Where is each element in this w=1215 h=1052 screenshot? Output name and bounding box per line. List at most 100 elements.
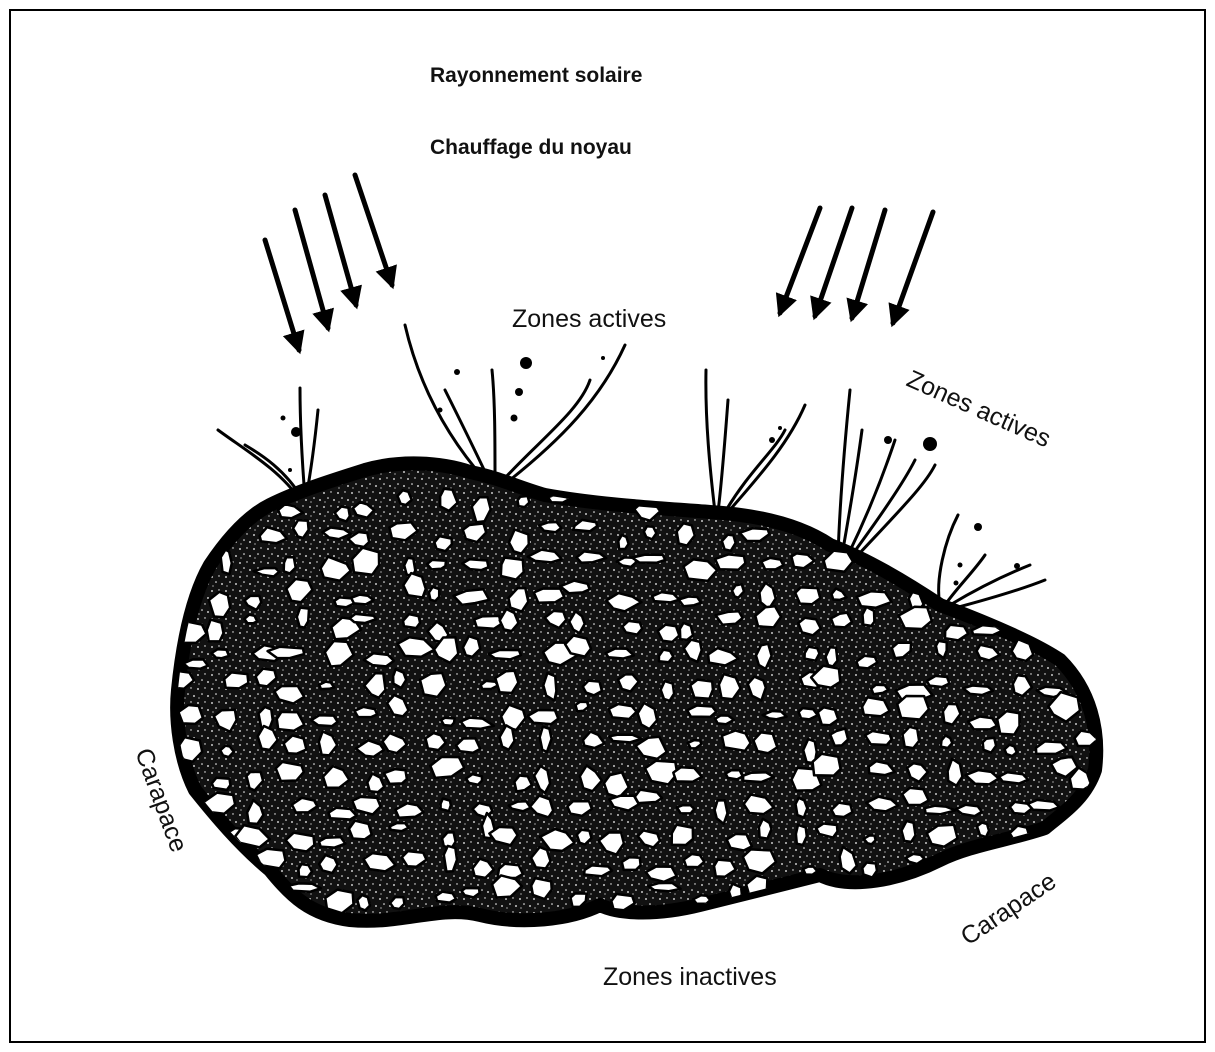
rock-fragment	[509, 530, 529, 554]
solar-arrow	[893, 212, 933, 323]
rock-fragment	[677, 805, 694, 813]
rock-fragment	[715, 554, 745, 569]
rock-fragment	[897, 696, 929, 720]
rock-fragment	[474, 616, 501, 629]
rock-fragment	[903, 727, 920, 748]
rock-fragment	[857, 591, 892, 607]
rock-fragment	[429, 587, 439, 601]
rock-fragment	[436, 892, 456, 903]
rock-fragment	[456, 738, 480, 753]
rock-fragment	[289, 883, 321, 891]
rock-fragment	[539, 522, 561, 532]
rock-fragment	[622, 857, 641, 870]
rock-fragment	[644, 526, 657, 539]
rock-fragment	[351, 595, 374, 605]
solar-arrows-left	[265, 175, 392, 350]
solar-arrow	[780, 208, 820, 313]
rock-fragment	[661, 681, 674, 701]
rock-fragment	[726, 770, 743, 779]
rock-fragment	[297, 608, 309, 628]
rock-fragment	[865, 731, 892, 745]
rock-fragment	[311, 715, 337, 726]
solar-arrows-right	[780, 208, 933, 323]
label-inactive-zones-bottom: Zones inactives	[603, 963, 777, 991]
rock-fragment	[441, 718, 454, 726]
rock-fragment	[444, 846, 457, 872]
rock-fragment	[727, 834, 752, 851]
rock-fragment	[609, 735, 641, 743]
rock-fragment	[761, 558, 783, 570]
rock-fragment	[902, 788, 929, 805]
rock-fragment	[221, 550, 232, 575]
rock-fragment	[384, 769, 407, 784]
rock-fragment	[212, 778, 231, 790]
rock-fragment	[284, 557, 296, 573]
rock-fragment	[826, 647, 838, 666]
rock-fragment	[805, 647, 820, 661]
rock-fragment	[796, 825, 807, 845]
rock-fragment	[349, 821, 372, 840]
rock-fragment	[679, 597, 701, 607]
rock-fragment	[390, 823, 409, 831]
rock-fragment	[862, 863, 877, 878]
rock-fragment	[276, 762, 304, 781]
rock-fragment	[632, 555, 665, 563]
rock-fragment	[220, 746, 234, 758]
rock-fragment	[390, 897, 404, 909]
subtitle-core-heating: Chauffage du noyau	[430, 136, 632, 159]
rock-fragment	[427, 560, 446, 570]
rock-fragment	[763, 711, 787, 719]
rock-fragment	[722, 535, 736, 551]
rock-fragment	[672, 825, 693, 845]
solar-arrow	[852, 210, 885, 318]
rock-fragment	[268, 647, 305, 658]
rock-fragment	[999, 772, 1028, 783]
rock-fragment	[534, 589, 564, 603]
rock-fragment	[796, 798, 808, 818]
rock-fragment	[329, 808, 357, 820]
rock-fragment	[813, 754, 841, 776]
rock-fragment	[799, 708, 818, 719]
rock-fragment	[688, 740, 702, 748]
label-carapace-right: Carapace	[956, 867, 1062, 951]
label-active-zones-top: Zones actives	[512, 305, 666, 333]
nucleus-body	[165, 463, 1097, 920]
rock-fragment	[753, 732, 777, 753]
rock-fragment	[357, 895, 370, 910]
rock-fragment	[207, 620, 224, 642]
rock-fragment	[319, 837, 345, 848]
rock-fragment	[646, 867, 677, 882]
rock-fragment	[658, 625, 680, 642]
rock-fragment	[759, 819, 772, 839]
rock-fragment	[684, 854, 705, 867]
rock-fragment	[818, 707, 839, 725]
title-solar-radiation: Rayonnement solaire	[430, 64, 642, 87]
rock-fragment	[659, 650, 673, 663]
rock-fragment	[977, 823, 989, 838]
rock-fragment	[277, 712, 305, 731]
rock-fragment	[906, 854, 925, 864]
rock-fragment	[983, 738, 996, 753]
rock-fragment	[398, 490, 412, 505]
solar-arrow	[355, 175, 392, 285]
rock-fragment	[687, 706, 716, 717]
rock-fragment	[968, 717, 997, 730]
rock-fragment	[501, 558, 524, 580]
rock-fragment	[244, 615, 257, 624]
rock-fragment	[606, 649, 634, 659]
rock-fragment	[680, 623, 693, 640]
solar-arrow	[265, 240, 299, 350]
rock-fragment	[1036, 741, 1067, 754]
rock-fragment	[1028, 800, 1060, 811]
rock-fragment	[466, 774, 482, 785]
rock-fragment	[354, 707, 377, 717]
rock-fragment	[1005, 745, 1017, 756]
rock-fragment	[462, 888, 480, 897]
rock-fragment	[941, 735, 953, 748]
rock-fragment	[690, 680, 713, 699]
rock-fragment	[649, 883, 681, 891]
rock-fragment	[489, 650, 521, 659]
rock-fragment	[948, 759, 963, 786]
rock-fragment	[224, 672, 248, 688]
rock-fragment	[863, 607, 875, 626]
